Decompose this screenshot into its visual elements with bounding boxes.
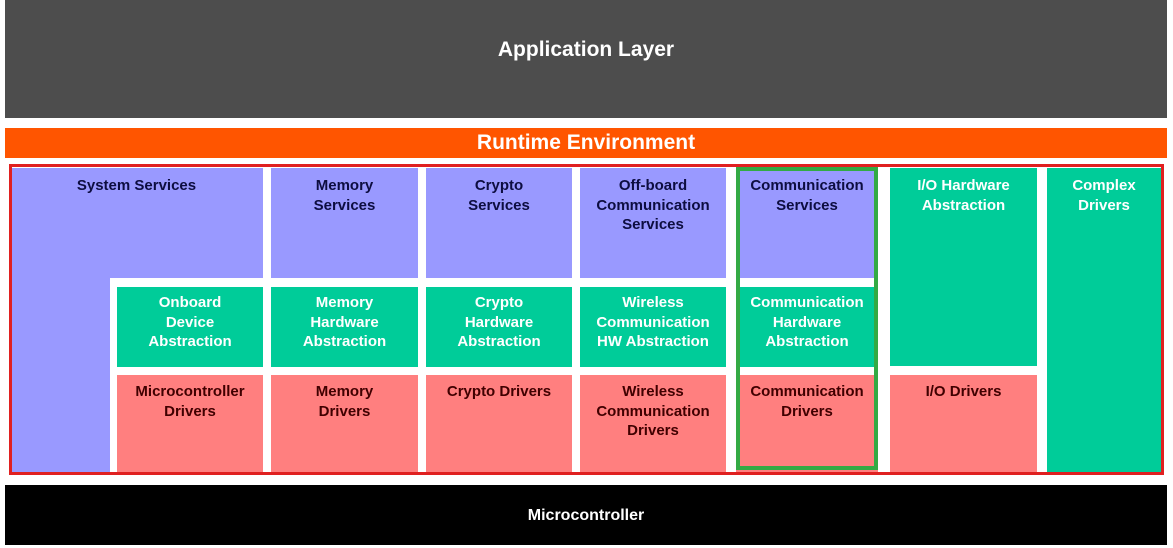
application-layer: Application Layer — [5, 0, 1167, 118]
application-layer-label: Application Layer — [497, 38, 675, 61]
wireless-communication-hw-abstraction-label: Wireless Communication HW Abstraction — [596, 294, 710, 350]
complex-drivers-label: Complex Drivers — [1072, 177, 1136, 214]
communication-hardware-abstraction-label: Communication Hardware Abstraction — [750, 294, 864, 350]
io-drivers: I/O Drivers — [890, 375, 1037, 472]
runtime-environment: Runtime Environment — [5, 128, 1167, 158]
microcontroller-layer: Microcontroller — [5, 485, 1167, 545]
microcontroller-drivers-label: Microcontroller Drivers — [135, 383, 245, 420]
io-hardware-abstraction-label: I/O Hardware Abstraction — [917, 177, 1010, 214]
complex-drivers: Complex Drivers — [1047, 168, 1161, 472]
crypto-hardware-abstraction: Crypto Hardware Abstraction — [426, 287, 572, 367]
memory-hardware-abstraction: Memory Hardware Abstraction — [271, 287, 418, 367]
wireless-communication-drivers: Wireless Communication Drivers — [580, 375, 726, 472]
system-services-column — [10, 270, 110, 472]
onboard-device-abstraction-label: Onboard Device Abstraction — [148, 294, 232, 350]
system-services-label: System Services — [76, 177, 197, 194]
crypto-services-label: Crypto Services — [468, 177, 530, 214]
io-drivers-label: I/O Drivers — [925, 383, 1002, 400]
crypto-drivers: Crypto Drivers — [426, 375, 572, 472]
memory-services: Memory Services — [271, 168, 418, 278]
microcontroller-layer-label: Microcontroller — [527, 507, 645, 524]
crypto-services: Crypto Services — [426, 168, 572, 278]
communication-stack-highlight-frame — [736, 167, 878, 470]
offboard-communication-services-label: Off-board Communication Services — [596, 177, 710, 233]
crypto-hardware-abstraction-label: Crypto Hardware Abstraction — [457, 294, 541, 350]
communication-services-label: Communication Services — [750, 177, 864, 214]
basic-software-highlight-frame — [9, 164, 1164, 475]
onboard-device-abstraction: Onboard Device Abstraction — [117, 287, 263, 367]
offboard-communication-services: Off-board Communication Services — [580, 168, 726, 278]
communication-drivers-label: Communication Drivers — [750, 383, 864, 420]
communication-hardware-abstraction: Communication Hardware Abstraction — [736, 287, 878, 367]
runtime-environment-label: Runtime Environment — [476, 131, 696, 154]
memory-hardware-abstraction-label: Memory Hardware Abstraction — [302, 294, 387, 350]
wireless-communication-drivers-label: Wireless Communication Drivers — [596, 383, 710, 439]
crypto-drivers-label: Crypto Drivers — [446, 383, 552, 400]
communication-services: Communication Services — [736, 168, 878, 278]
memory-services-label: Memory Services — [313, 177, 376, 214]
communication-drivers: Communication Drivers — [736, 375, 878, 472]
system-services-block: System Services — [10, 168, 263, 278]
memory-drivers: Memory Drivers — [271, 375, 418, 472]
microcontroller-drivers: Microcontroller Drivers — [117, 375, 263, 472]
io-hardware-abstraction: I/O Hardware Abstraction — [890, 168, 1037, 366]
memory-drivers-label: Memory Drivers — [315, 383, 374, 420]
wireless-communication-hw-abstraction: Wireless Communication HW Abstraction — [580, 287, 726, 367]
